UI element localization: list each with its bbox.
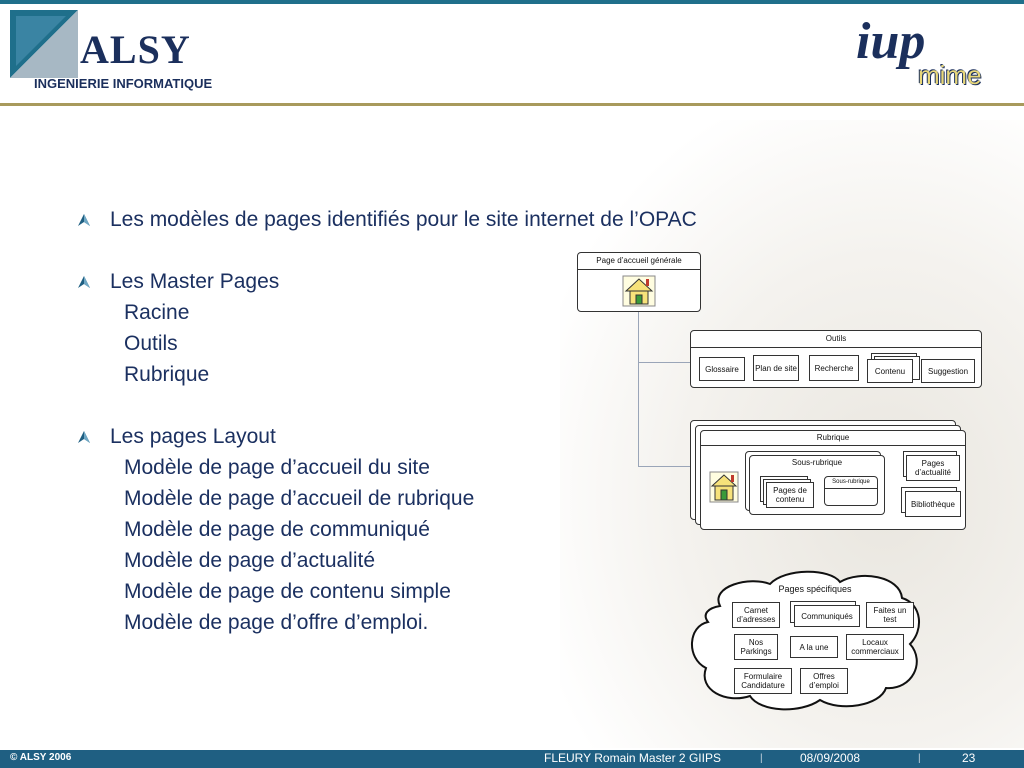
spec-nos-parkings: Nos Parkings — [734, 634, 778, 660]
spec-formulaire-candidature: Formulaire Candidature — [734, 668, 792, 694]
outils-recherche: Recherche — [809, 355, 859, 381]
home-icon — [622, 275, 656, 307]
sous-rubrique-small-title: Sous-rubrique — [825, 477, 877, 489]
mime-wordmark: mime — [918, 60, 982, 91]
outils-contenu: Contenu — [867, 359, 913, 383]
connector-rubrique — [638, 466, 690, 467]
bullet-icon — [76, 274, 92, 290]
alsy-logo-mark — [10, 10, 82, 80]
iup-mime-logo: iup mime — [848, 12, 1008, 92]
rubrique-title: Rubrique — [701, 431, 965, 446]
outils-suggestion: Suggestion — [921, 359, 975, 383]
spec-offres-emploi: Offres d’emploi — [800, 668, 848, 694]
outils-plan-de-site: Plan de site — [753, 355, 799, 381]
bullet-icon — [76, 212, 92, 228]
alsy-logo: ALSY INGENIERIE INFORMATIQUE — [10, 10, 240, 98]
spec-communiques: Communiqués — [794, 605, 860, 627]
alsy-wordmark: ALSY — [80, 26, 191, 73]
footer-separator: | — [760, 753, 763, 764]
bullet-text: Les pages Layout — [110, 425, 276, 448]
rubrique-box: Rubrique Sous-rubrique Pages de contenu … — [700, 430, 966, 530]
pages-contenu: Pages de contenu — [766, 482, 814, 508]
connector-vertical — [638, 312, 639, 466]
sous-rubrique-box: Sous-rubrique Pages de contenu Sous-rubr… — [749, 455, 885, 515]
spec-carnet-adresses: Carnet d’adresses — [732, 602, 780, 628]
sous-rubrique-small: Sous-rubrique — [824, 476, 878, 506]
bibliotheque: Bibliothèque — [905, 491, 961, 517]
iup-wordmark: iup — [856, 12, 925, 71]
footer-separator: | — [918, 753, 921, 764]
bullet-icon — [76, 429, 92, 445]
connector-outils — [638, 362, 690, 363]
outils-title: Outils — [691, 331, 981, 348]
sub-item: Outils — [72, 328, 592, 359]
footer-copyright: © ALSY 2006 — [10, 752, 71, 763]
pages-actualite: Pages d’actualité — [906, 455, 960, 481]
home-page-title: Page d’accueil générale — [578, 253, 700, 270]
bullet-text: Les Master Pages — [110, 270, 279, 293]
bullet-layout-pages: Les pages Layout — [72, 421, 592, 452]
spec-locaux-commerciaux: Locaux commerciaux — [846, 634, 904, 660]
footer-bar: © ALSY 2006 FLEURY Romain Master 2 GIIPS… — [0, 750, 1024, 768]
pages-specifiques-title: Pages spécifiques — [760, 584, 870, 594]
footer-date: 08/09/2008 — [800, 751, 860, 765]
sub-item: Modèle de page d’offre d’emploi. — [72, 607, 592, 638]
footer-page-number: 23 — [962, 751, 975, 765]
sub-item: Racine — [72, 297, 592, 328]
slide-content: Les modèles de pages identifiés pour le … — [72, 204, 592, 638]
bullet-master-pages: Les Master Pages — [72, 266, 592, 297]
spec-a-la-une: A la une — [790, 636, 838, 658]
sub-item: Modèle de page d’accueil du site — [72, 452, 592, 483]
sub-item: Modèle de page d’accueil de rubrique — [72, 483, 592, 514]
top-accent-bar — [0, 0, 1024, 4]
sub-item: Modèle de page de communiqué — [72, 514, 592, 545]
outils-glossaire: Glossaire — [699, 357, 745, 381]
outils-box: Outils Glossaire Plan de site Recherche … — [690, 330, 982, 388]
home-page-box: Page d’accueil générale — [577, 252, 701, 312]
sub-item: Modèle de page de contenu simple — [72, 576, 592, 607]
spec-faites-un-test: Faites un test — [866, 602, 914, 628]
rubrique-home-icon — [709, 471, 739, 503]
sub-item: Rubrique — [72, 359, 592, 390]
bullet-modeles: Les modèles de pages identifiés pour le … — [72, 204, 592, 235]
sub-item: Modèle de page d’actualité — [72, 545, 592, 576]
sous-rubrique-title: Sous-rubrique — [750, 456, 884, 470]
alsy-tagline: INGENIERIE INFORMATIQUE — [34, 76, 212, 91]
bullet-text: Les modèles de pages identifiés pour le … — [110, 208, 697, 231]
header-rule — [0, 103, 1024, 106]
footer-author: FLEURY Romain Master 2 GIIPS — [544, 751, 721, 765]
